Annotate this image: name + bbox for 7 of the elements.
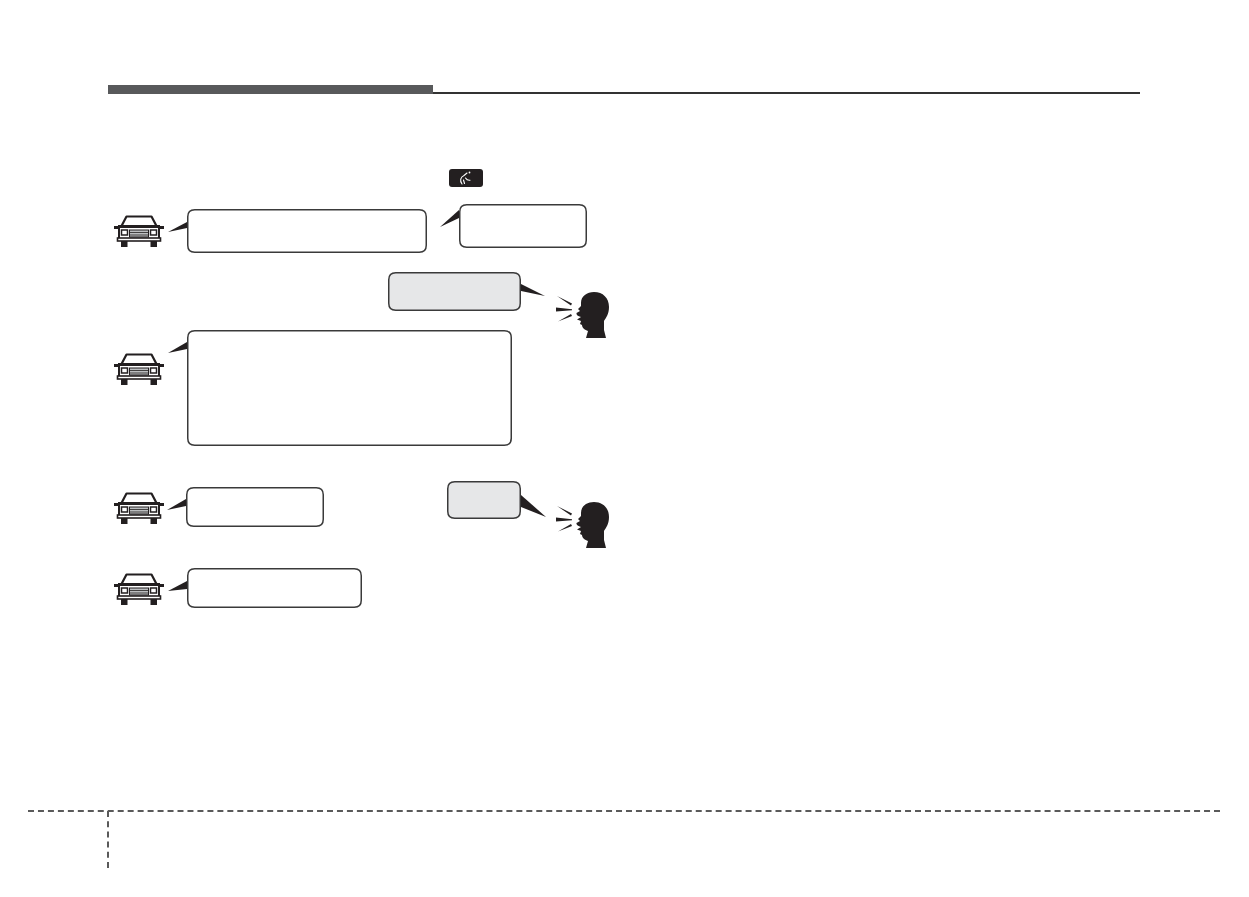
speech-bubble [447,481,546,519]
speech-bubble [167,487,324,527]
speech-bubble [168,568,362,608]
speech-bubble [168,209,427,253]
speech-bubble [440,204,587,248]
speech-bubble [168,330,512,446]
speech-bubble [388,272,545,311]
